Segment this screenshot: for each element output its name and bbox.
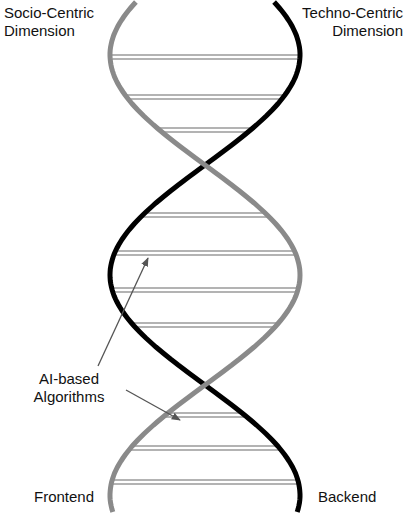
callout-label: AI-based Algorithms [14, 370, 124, 406]
helix-rung [112, 291, 298, 292]
helix-rung [127, 94, 284, 95]
helix-rung [159, 127, 250, 128]
helix-rung [112, 483, 299, 484]
helix-rungs [110, 55, 300, 484]
helix-rung [159, 131, 250, 132]
helix-rung [110, 54, 300, 55]
dimension-label: Techno-Centric Dimension [288, 4, 403, 40]
techno-strand [110, 2, 300, 512]
helix-rung [143, 212, 267, 213]
leader-line [126, 390, 180, 420]
helix-rung [166, 412, 245, 413]
end-label: Frontend [34, 488, 124, 506]
helix-rung [127, 98, 284, 99]
leader-line [98, 258, 148, 366]
helix-rung [143, 216, 267, 217]
helix-rung [115, 250, 296, 251]
helix-rung [133, 326, 277, 327]
helix-rung [112, 287, 298, 288]
end-label: Backend [318, 488, 408, 506]
helix-rung [133, 322, 277, 323]
helix-rung [115, 254, 296, 255]
helix-rung [131, 449, 280, 450]
socio-strand [110, 2, 300, 512]
helix-rung [131, 445, 280, 446]
dimension-label: Socio-Centric Dimension [4, 4, 119, 40]
helix-rung [112, 479, 299, 480]
helix-rung [110, 58, 300, 59]
helix-rung [166, 416, 245, 417]
